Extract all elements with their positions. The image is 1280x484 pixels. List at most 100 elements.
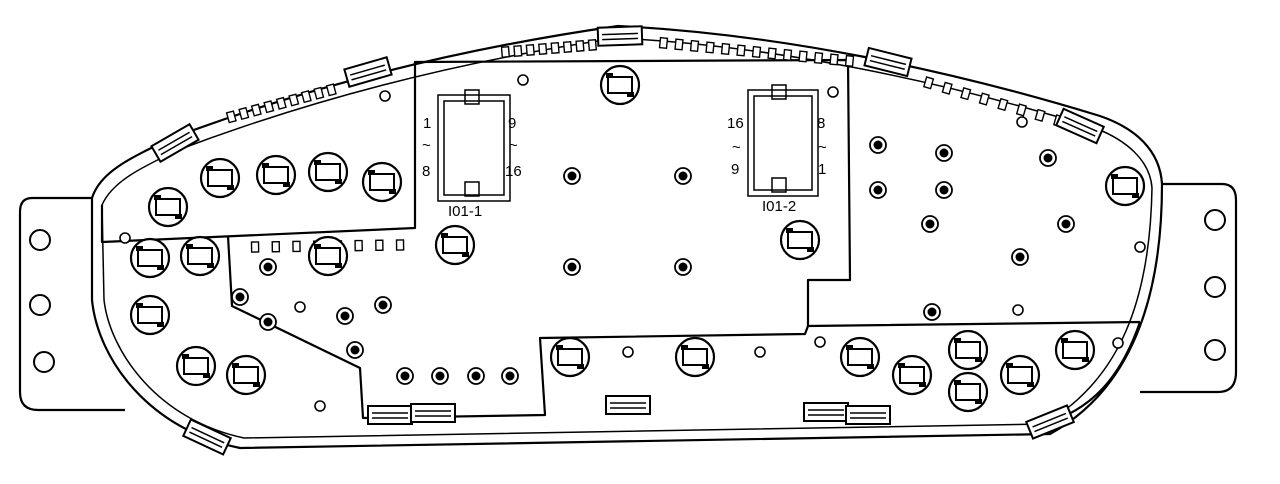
- terminal-tab: [736, 44, 746, 57]
- housing-clip: [1024, 404, 1076, 440]
- bulb-socket: [434, 224, 476, 266]
- bulb-socket: [129, 294, 171, 336]
- bulb-socket: [599, 64, 641, 106]
- connector-i01-2-right-pin-bottom: 1: [818, 161, 826, 178]
- terminal-tab: [288, 93, 300, 107]
- screw: [935, 144, 953, 162]
- screw: [396, 367, 414, 385]
- screw: [431, 367, 449, 385]
- bulb-sockets: [129, 64, 1146, 413]
- screw: [374, 296, 392, 314]
- screw: [674, 167, 692, 185]
- screw: [1011, 248, 1029, 266]
- bulb-socket: [891, 354, 933, 396]
- screw: [674, 258, 692, 276]
- mounting-hole: [29, 229, 51, 251]
- terminal-tab: [1015, 103, 1028, 117]
- housing-clip: [367, 405, 413, 425]
- terminal-tab: [275, 96, 287, 110]
- screw: [563, 258, 581, 276]
- housing-clip: [803, 402, 849, 422]
- bulb-socket: [947, 329, 989, 371]
- terminal-tab: [844, 54, 855, 68]
- screw: [935, 181, 953, 199]
- terminal-tab: [689, 39, 700, 53]
- terminal-tab: [997, 97, 1009, 112]
- screw: [259, 313, 277, 331]
- terminal-tab: [525, 43, 535, 57]
- terminal-tab: [829, 53, 839, 66]
- screw: [1039, 149, 1057, 167]
- hole: [1112, 337, 1124, 349]
- terminal-tab: [271, 240, 281, 253]
- screw: [336, 307, 354, 325]
- terminal-tab: [500, 45, 511, 59]
- connector-i01-1-left-pin-mid: ~: [422, 137, 431, 154]
- terminal-tab: [798, 50, 808, 63]
- housing-clips: [150, 25, 1106, 456]
- terminal-tab: [263, 100, 275, 114]
- connector-i01-2-right-pin-mid: ~: [818, 139, 827, 156]
- screw: [563, 167, 581, 185]
- bulb-socket: [839, 336, 881, 378]
- terminal-tab: [782, 48, 793, 62]
- housing-clip: [181, 418, 233, 456]
- right-mounting-ear: [1140, 182, 1238, 394]
- connector-i01-1-label: I01-1: [448, 203, 482, 220]
- screw: [467, 367, 485, 385]
- terminal-tab: [587, 38, 598, 52]
- bulb-socket: [947, 371, 989, 413]
- terminal-tab: [538, 42, 548, 56]
- terminal-tab: [225, 110, 237, 124]
- terminal-tab: [922, 76, 935, 90]
- mounting-hole: [1204, 339, 1226, 361]
- mounting-holes: [29, 209, 1226, 373]
- terminal-tab: [513, 44, 523, 58]
- connector-i01-1-right-pin-bottom: 16: [505, 163, 522, 180]
- terminal-tab: [395, 239, 405, 251]
- terminal-tab: [960, 87, 972, 101]
- bulb-socket: [307, 151, 349, 193]
- screw: [346, 341, 364, 359]
- bulb-socket: [361, 161, 403, 203]
- screw: [231, 288, 249, 306]
- bulb-socket: [175, 345, 217, 387]
- terminal-tab: [767, 47, 777, 60]
- mounting-hole: [33, 351, 55, 373]
- hole: [314, 400, 326, 412]
- hole: [622, 346, 634, 358]
- terminal-tab: [313, 86, 325, 100]
- hole: [294, 301, 306, 313]
- housing-clip: [596, 25, 644, 47]
- bulb-socket: [1054, 329, 1096, 371]
- screw: [869, 181, 887, 199]
- terminal-tab: [751, 45, 762, 59]
- terminal-tab: [292, 240, 301, 253]
- terminal-tab-rows: [225, 36, 1065, 253]
- terminal-tab: [575, 39, 585, 53]
- connector-i01-2-left-pin-bottom: 9: [731, 161, 739, 178]
- terminal-tab: [658, 36, 669, 50]
- terminal-tab: [354, 239, 363, 252]
- terminal-tab: [238, 106, 250, 121]
- connector-i01-2: 16 ~ 9 8 ~ 1 I01-2: [727, 84, 827, 215]
- housing-clip: [605, 395, 651, 415]
- hole: [1016, 116, 1028, 128]
- connector-i01-1: 1 ~ 8 9 ~ 16 I01-1: [422, 89, 522, 220]
- terminal-tab: [813, 51, 824, 65]
- hole: [1134, 241, 1146, 253]
- connector-i01-2-left-pin-top: 16: [727, 115, 744, 132]
- screw: [259, 258, 277, 276]
- left-mounting-ear: [18, 196, 125, 412]
- terminal-tab: [705, 41, 715, 54]
- hole: [814, 336, 826, 348]
- connector-i01-2-right-pin-top: 8: [817, 115, 825, 132]
- terminal-tab: [250, 241, 260, 253]
- bulb-socket: [199, 157, 241, 199]
- bulb-socket: [307, 235, 349, 277]
- bulb-socket: [179, 235, 221, 277]
- pcb-screws: [231, 136, 1075, 385]
- bulb-socket: [779, 219, 821, 261]
- connector-i01-1-right-pin-mid: ~: [509, 137, 518, 154]
- terminal-tab: [720, 42, 731, 56]
